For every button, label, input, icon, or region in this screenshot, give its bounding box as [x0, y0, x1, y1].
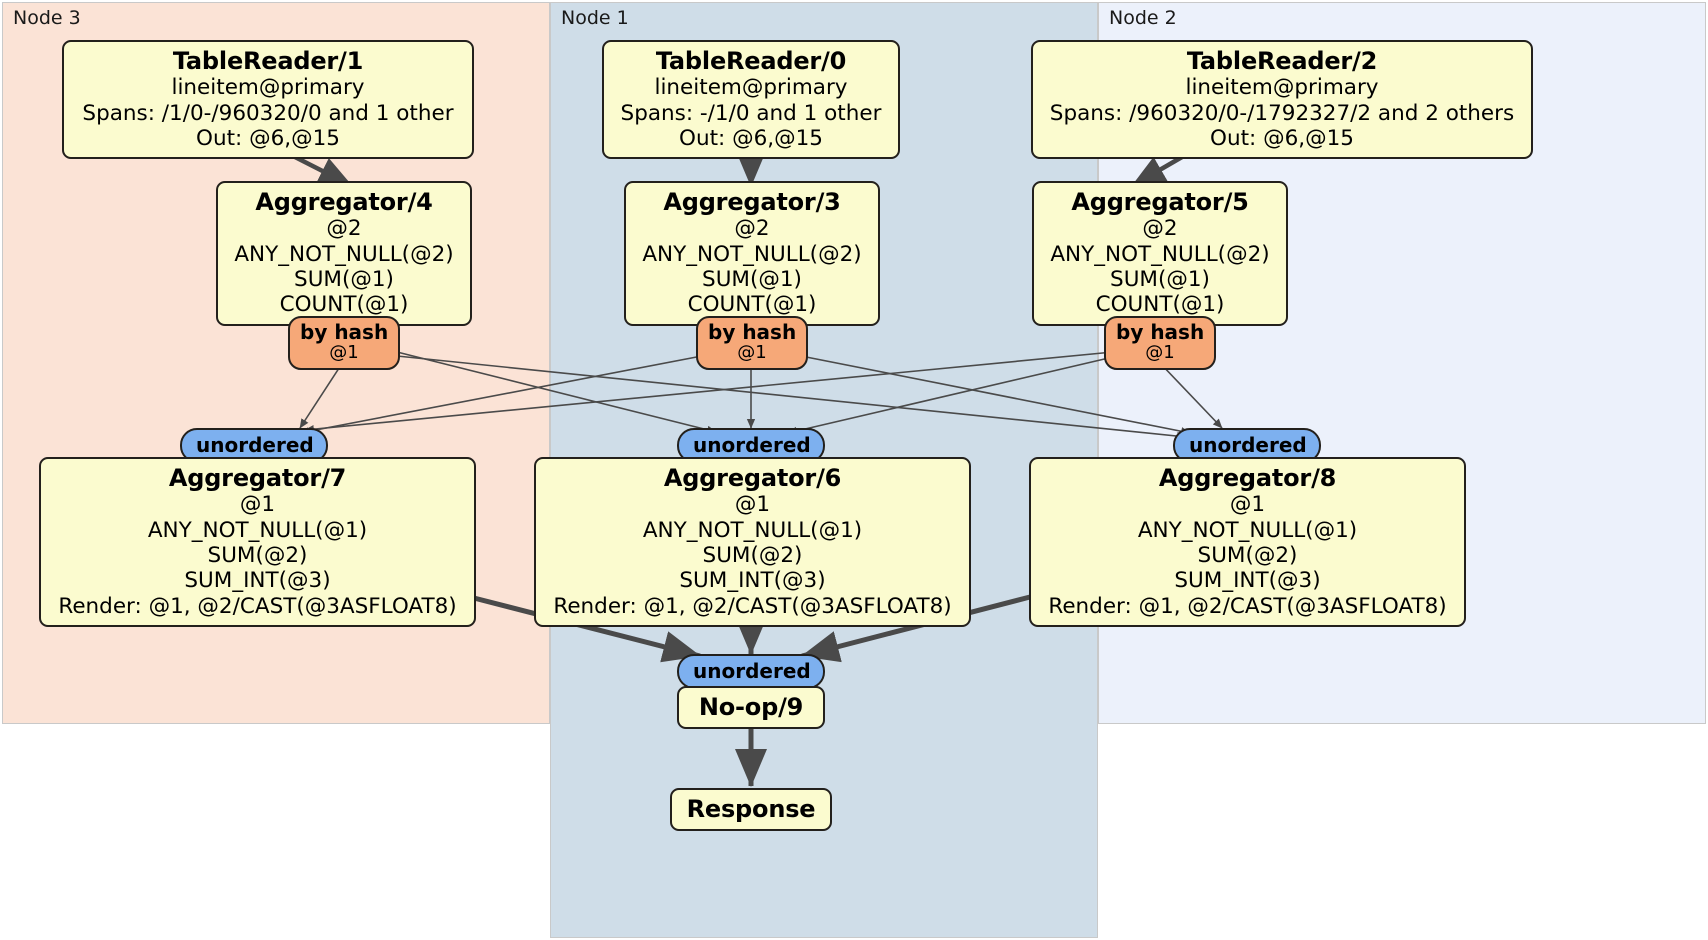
processor-box-aggregator-8[interactable]: Aggregator/8 @1 ANY_NOT_NULL(@1) SUM(@2)… — [1029, 457, 1466, 628]
box-line: @1 — [239, 492, 276, 518]
processor-box-noop-9[interactable]: No-op/9 — [677, 686, 825, 730]
badge-label: unordered — [1189, 433, 1307, 457]
processor-box-aggregator-4[interactable]: Aggregator/4 @2 ANY_NOT_NULL(@2) SUM(@1)… — [216, 181, 472, 326]
box-line: SUM(@1) — [1110, 267, 1210, 293]
box-line: @1 — [1229, 492, 1266, 518]
box-line: Spans: -/1/0 and 1 other — [620, 100, 882, 126]
box-line: ANY_NOT_NULL(@2) — [1050, 241, 1270, 267]
box-line: @1 — [734, 492, 771, 518]
box-line: COUNT(@1) — [1095, 292, 1225, 318]
box-line: Out: @6,@15 — [1210, 126, 1354, 152]
box-line: SUM(@1) — [702, 267, 802, 293]
box-line: ANY_NOT_NULL(@2) — [234, 241, 454, 267]
badge-label: unordered — [196, 433, 314, 457]
box-line: @2 — [326, 216, 362, 242]
box-line: lineitem@primary — [1185, 75, 1379, 101]
node-label-node2: Node 2 — [1109, 7, 1177, 29]
box-line: SUM(@2) — [207, 543, 308, 569]
box-line: SUM_INT(@3) — [184, 568, 331, 594]
box-line: SUM(@2) — [1197, 543, 1298, 569]
processor-box-tablereader-0[interactable]: TableReader/0 lineitem@primary Spans: -/… — [602, 40, 900, 160]
box-line: Spans: /1/0-/960320/0 and 1 other — [82, 100, 454, 126]
badge-label: by hash — [300, 320, 389, 344]
badge-sublabel: @1 — [1145, 342, 1175, 364]
processor-box-aggregator-3[interactable]: Aggregator/3 @2 ANY_NOT_NULL(@2) SUM(@1)… — [624, 181, 880, 326]
box-title: TableReader/1 — [172, 47, 364, 75]
processor-box-tablereader-2[interactable]: TableReader/2 lineitem@primary Spans: /9… — [1031, 40, 1533, 160]
box-line: ANY_NOT_NULL(@1) — [147, 517, 368, 543]
badge-label: by hash — [708, 320, 797, 344]
box-title: Aggregator/5 — [1071, 188, 1249, 216]
box-line: ANY_NOT_NULL(@1) — [1137, 517, 1358, 543]
box-title: Aggregator/7 — [168, 464, 347, 492]
badge-label: unordered — [693, 433, 811, 457]
output-badge-by-hash-node3[interactable]: by hash @1 — [288, 316, 400, 370]
box-line: SUM_INT(@3) — [679, 568, 826, 594]
output-badge-by-hash-node1[interactable]: by hash @1 — [696, 316, 808, 370]
node-label-node1: Node 1 — [561, 7, 629, 29]
processor-box-response[interactable]: Response — [670, 788, 832, 832]
badge-label: unordered — [693, 659, 811, 683]
box-line: SUM(@2) — [702, 543, 803, 569]
box-line: @2 — [1142, 216, 1178, 242]
box-line: lineitem@primary — [654, 75, 848, 101]
processor-box-aggregator-5[interactable]: Aggregator/5 @2 ANY_NOT_NULL(@2) SUM(@1)… — [1032, 181, 1288, 326]
box-title: Aggregator/8 — [1158, 464, 1337, 492]
box-line: ANY_NOT_NULL(@2) — [642, 241, 862, 267]
box-line: @2 — [734, 216, 770, 242]
box-line: Out: @6,@15 — [679, 126, 823, 152]
box-line: SUM(@1) — [294, 267, 394, 293]
box-title: Response — [686, 795, 816, 823]
box-title: Aggregator/4 — [255, 188, 433, 216]
box-title: TableReader/2 — [1186, 47, 1378, 75]
box-title: TableReader/0 — [655, 47, 847, 75]
box-title: Aggregator/6 — [663, 464, 842, 492]
box-line: Out: @6,@15 — [196, 126, 340, 152]
box-line: Spans: /960320/0-/1792327/2 and 2 others — [1049, 100, 1515, 126]
box-title: No-op/9 — [698, 693, 804, 721]
badge-sublabel: @1 — [329, 342, 359, 364]
box-line: lineitem@primary — [171, 75, 365, 101]
box-line: Render: @1, @2/CAST(@3ASFLOAT8) — [1048, 593, 1447, 619]
node-label-node3: Node 3 — [13, 7, 81, 29]
box-title: Aggregator/3 — [663, 188, 841, 216]
box-line: ANY_NOT_NULL(@1) — [642, 517, 863, 543]
box-line: SUM_INT(@3) — [1174, 568, 1321, 594]
badge-label: by hash — [1116, 320, 1205, 344]
processor-box-aggregator-6[interactable]: Aggregator/6 @1 ANY_NOT_NULL(@1) SUM(@2)… — [534, 457, 971, 628]
box-line: Render: @1, @2/CAST(@3ASFLOAT8) — [58, 593, 457, 619]
badge-sublabel: @1 — [737, 342, 767, 364]
box-line: COUNT(@1) — [279, 292, 409, 318]
output-badge-by-hash-node2[interactable]: by hash @1 — [1104, 316, 1216, 370]
processor-box-aggregator-7[interactable]: Aggregator/7 @1 ANY_NOT_NULL(@1) SUM(@2)… — [39, 457, 476, 628]
processor-box-tablereader-1[interactable]: TableReader/1 lineitem@primary Spans: /1… — [62, 40, 474, 160]
box-line: Render: @1, @2/CAST(@3ASFLOAT8) — [553, 593, 952, 619]
box-line: COUNT(@1) — [687, 292, 817, 318]
input-badge-unordered-final[interactable]: unordered — [677, 654, 825, 690]
